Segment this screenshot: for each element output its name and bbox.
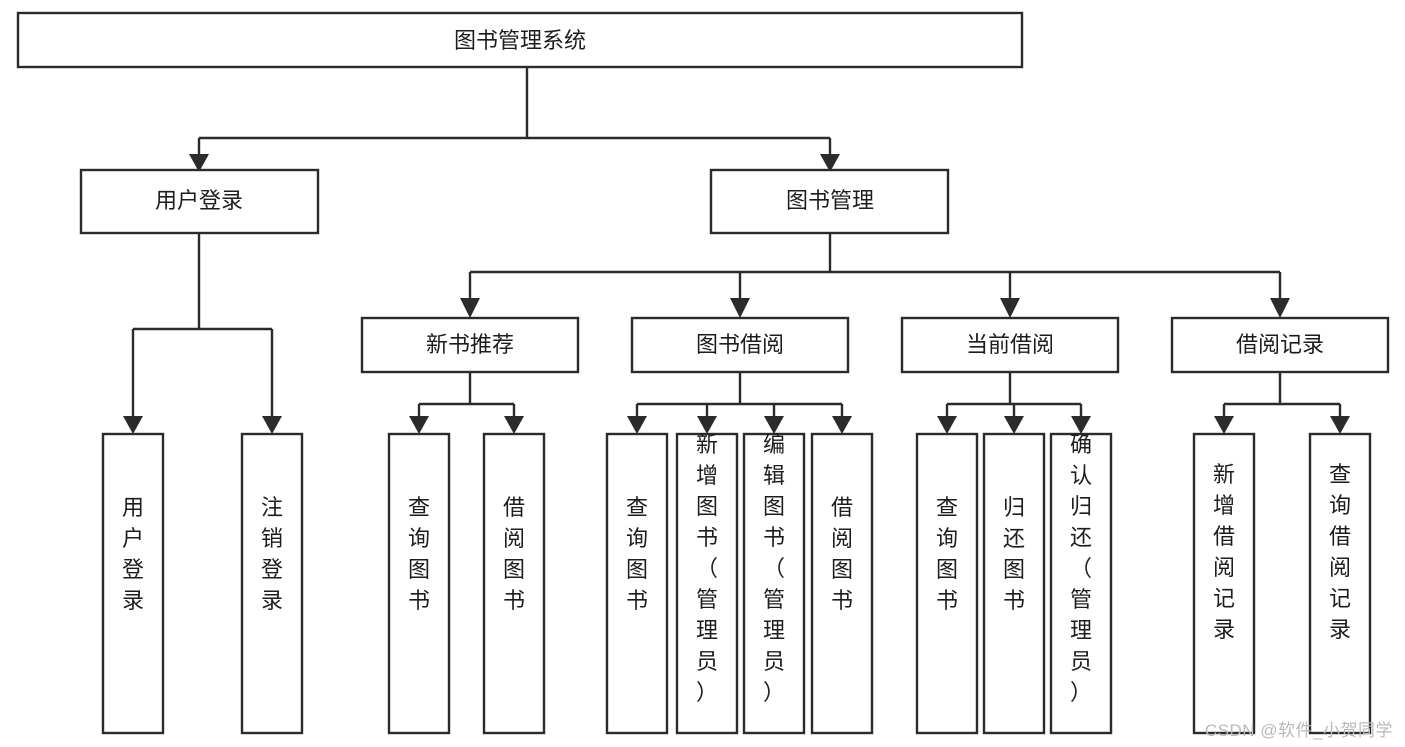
node-current-borrow[interactable]: 当前借阅 <box>900 316 1120 374</box>
leaf-cb-return-book[interactable]: 归还图书 <box>982 432 1046 735</box>
leaf-bb-query-book[interactable]: 查询图书 <box>605 432 669 735</box>
leaf-cb-return-book-label: 归还图书 <box>1003 495 1025 613</box>
edge-newbook-trunk <box>417 372 516 418</box>
arrowhead-book-borrow <box>730 298 750 318</box>
node-book-borrow-box[interactable] <box>630 316 850 374</box>
leaf-cb-confirm-return-label: 确认归还（管理员） <box>1070 432 1092 705</box>
edge-currentborrow-trunk <box>945 372 1083 418</box>
arrowhead-leaf-cb-return <box>1004 416 1024 434</box>
arrowhead-book-manage <box>820 154 840 172</box>
node-current-borrow-label: 当前借阅 <box>966 332 1054 357</box>
arrowhead-leaf-bb-query <box>627 416 647 434</box>
leaf-br-query-record-box[interactable] <box>1308 432 1372 735</box>
leaf-bb-borrow-book-box[interactable] <box>810 432 874 735</box>
node-new-book-recommend[interactable]: 新书推荐 <box>360 316 580 374</box>
node-user-login-label: 用户登录 <box>155 188 243 213</box>
leaf-logout-label: 注销登录 <box>261 495 283 613</box>
leaf-nb-query-book[interactable]: 查询图书 <box>387 432 451 735</box>
arrowhead-leaf-bb-borrow <box>832 416 852 434</box>
connector-layer <box>123 67 1350 434</box>
leaf-cb-confirm-return[interactable]: 确认归还（管理员） <box>1049 432 1113 735</box>
leaf-bb-edit-book-box[interactable] <box>742 432 806 735</box>
arrowhead-leaf-nb-query <box>409 416 429 434</box>
leaf-logout[interactable]: 注销登录 <box>240 432 304 735</box>
leaf-user-login[interactable]: 用户登录 <box>101 432 165 735</box>
arrowhead-user-login <box>189 154 209 172</box>
edge-bookborrow-trunk <box>635 372 844 418</box>
leaf-bb-edit-book-label: 编辑图书（管理员） <box>763 432 785 705</box>
leaf-br-query-record[interactable]: 查询借阅记录 <box>1308 432 1372 735</box>
node-borrow-record[interactable]: 借阅记录 <box>1170 316 1390 374</box>
node-book-management[interactable]: 图书管理 <box>709 168 950 235</box>
leaf-cb-query-book[interactable]: 查询图书 <box>915 432 979 735</box>
leaf-br-add-record-label: 新增借阅记录 <box>1213 462 1235 642</box>
leaf-user-login-box[interactable] <box>101 432 165 735</box>
node-user-login[interactable]: 用户登录 <box>79 168 320 235</box>
arrowhead-leaf-br-add <box>1214 416 1234 434</box>
leaf-bb-borrow-book-label: 借阅图书 <box>831 495 853 613</box>
arrowhead-leaf-logout <box>262 416 282 434</box>
node-user-login-box[interactable] <box>79 168 320 235</box>
leaf-bb-add-book[interactable]: 新增图书（管理员） <box>675 432 739 735</box>
leaf-user-login-label: 用户登录 <box>122 495 144 613</box>
arrowhead-leaf-user-login <box>123 416 143 434</box>
node-root-box[interactable] <box>16 11 1024 69</box>
node-book-management-box[interactable] <box>709 168 950 235</box>
node-new-book-recommend-label: 新书推荐 <box>426 332 514 357</box>
node-book-management-label: 图书管理 <box>786 188 874 213</box>
leaf-logout-box[interactable] <box>240 432 304 735</box>
node-root[interactable]: 图书管理系统 <box>16 11 1024 69</box>
leaf-nb-query-book-box[interactable] <box>387 432 451 735</box>
leaf-cb-query-book-label: 查询图书 <box>936 495 958 613</box>
node-root-label: 图书管理系统 <box>454 28 586 53</box>
node-book-borrow[interactable]: 图书借阅 <box>630 316 850 374</box>
edge-root-trunk <box>197 67 832 156</box>
leaf-cb-query-book-box[interactable] <box>915 432 979 735</box>
arrowhead-new-book-rec <box>460 298 480 318</box>
leaf-nb-borrow-book-box[interactable] <box>482 432 546 735</box>
edge-userlogin-trunk <box>131 233 274 418</box>
arrowhead-leaf-cb-query <box>937 416 957 434</box>
edge-borrowrecord-trunk <box>1222 372 1342 418</box>
leaf-cb-return-book-box[interactable] <box>982 432 1046 735</box>
arrowhead-leaf-nb-borrow <box>504 416 524 434</box>
node-book-borrow-label: 图书借阅 <box>696 332 784 357</box>
node-borrow-record-label: 借阅记录 <box>1236 332 1324 357</box>
arrowhead-leaf-br-query <box>1330 416 1350 434</box>
leaf-bb-borrow-book[interactable]: 借阅图书 <box>810 432 874 735</box>
leaf-bb-query-book-label: 查询图书 <box>626 495 648 613</box>
csdn-watermark: CSDN @软件_小贺同学 <box>1204 721 1393 740</box>
leaf-bb-add-book-label: 新增图书（管理员） <box>696 432 718 705</box>
node-borrow-record-box[interactable] <box>1170 316 1390 374</box>
leaf-nb-query-book-label: 查询图书 <box>408 495 430 613</box>
leaf-bb-query-book-box[interactable] <box>605 432 669 735</box>
arrowhead-leaf-bb-edit <box>764 416 784 434</box>
arrowhead-leaf-cb-confirm <box>1071 416 1091 434</box>
leaf-br-add-record-box[interactable] <box>1192 432 1256 735</box>
leaf-nb-borrow-book-label: 借阅图书 <box>503 495 525 613</box>
leaf-bb-edit-book[interactable]: 编辑图书（管理员） <box>742 432 806 735</box>
arrowhead-borrow-record <box>1270 298 1290 318</box>
arrowhead-leaf-bb-add <box>697 416 717 434</box>
leaf-bb-add-book-box[interactable] <box>675 432 739 735</box>
node-new-book-recommend-box[interactable] <box>360 316 580 374</box>
arrowhead-current-borrow <box>1000 298 1020 318</box>
node-current-borrow-box[interactable] <box>900 316 1120 374</box>
leaf-cb-confirm-return-box[interactable] <box>1049 432 1113 735</box>
leaf-nb-borrow-book[interactable]: 借阅图书 <box>482 432 546 735</box>
leaf-br-query-record-label: 查询借阅记录 <box>1329 462 1351 642</box>
edge-bookmanage-trunk <box>468 233 1282 300</box>
leaf-br-add-record[interactable]: 新增借阅记录 <box>1192 432 1256 735</box>
